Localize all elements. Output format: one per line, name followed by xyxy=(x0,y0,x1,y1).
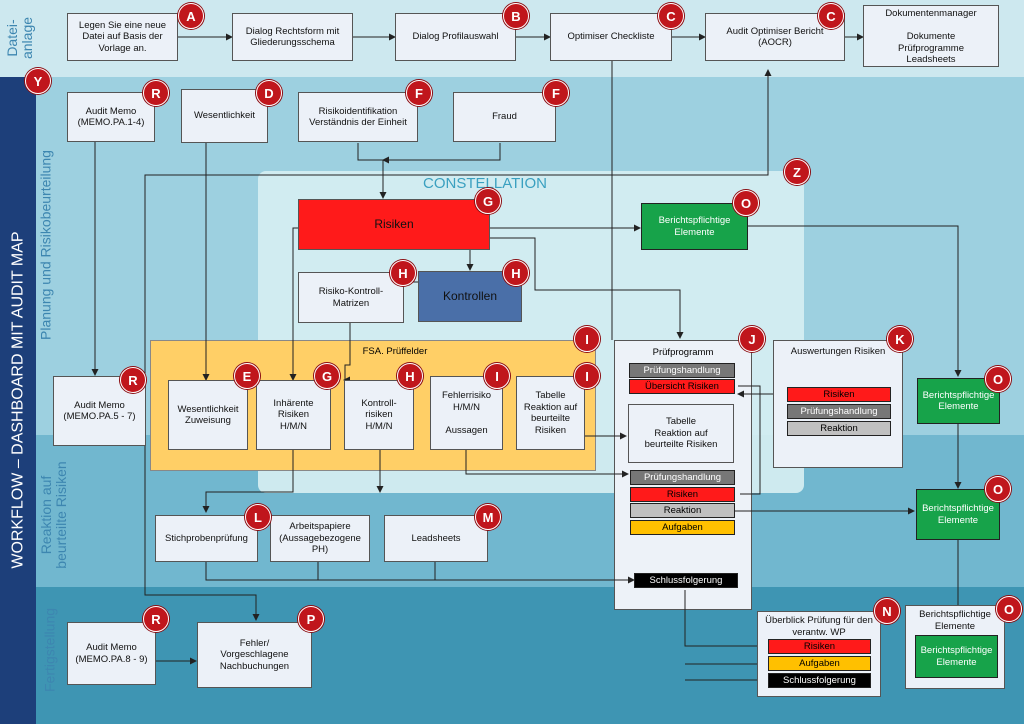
badge-f-risikoid: F xyxy=(406,80,432,106)
pruefprogramm-title: Prüfprogramm xyxy=(652,347,714,358)
main-title: WORKFLOW – DASHBOARD MIT AUDIT MAP xyxy=(9,231,27,569)
badge-o-bericht4: O xyxy=(996,596,1022,622)
badge-o-bericht2: O xyxy=(985,366,1011,392)
badge-r-memo1: R xyxy=(143,80,169,106)
box-audit-memo-3[interactable]: Audit Memo (MEMO.PA.8 - 9) xyxy=(67,622,156,685)
bar-pp2-pruefungshandlung[interactable]: Prüfungshandlung xyxy=(630,470,735,485)
bar-pp2-risiken[interactable]: Risiken xyxy=(630,487,735,502)
box-kontrollrisiken[interactable]: Kontroll- risiken H/M/N xyxy=(344,380,414,450)
box-tabelle-reaktion-2[interactable]: Tabelle Reaktion auf beurteilte Risiken xyxy=(628,404,734,463)
badge-z: Z xyxy=(784,159,810,185)
box-risiken[interactable]: Risiken xyxy=(298,199,490,250)
badge-b: B xyxy=(503,3,529,29)
badge-f-fraud: F xyxy=(543,80,569,106)
lane-label-reaktion: Reaktion auf beurteilte Risiken xyxy=(38,461,69,569)
badge-i-fsa: I xyxy=(574,326,600,352)
bar-pp2-reaktion[interactable]: Reaktion xyxy=(630,503,735,518)
badge-h-rkm: H xyxy=(390,260,416,286)
badge-i-fehler: I xyxy=(484,363,510,389)
badge-e: E xyxy=(234,363,260,389)
left-title-strip xyxy=(0,77,36,724)
box-wesentlichkeit-zuweisung[interactable]: Wesentlichkeit Zuweisung xyxy=(168,380,248,450)
badge-h-kontroll: H xyxy=(397,363,423,389)
badge-o-bericht3: O xyxy=(985,476,1011,502)
fsa-label: FSA. Prüffelder xyxy=(362,346,428,357)
badge-h-kontrollen: H xyxy=(503,260,529,286)
box-wesentlichkeit[interactable]: Wesentlichkeit xyxy=(181,89,268,143)
badge-i-tabelle: I xyxy=(574,363,600,389)
badge-c-checkliste: C xyxy=(658,3,684,29)
bar-schlussfolgerung-1[interactable]: Schlussfolgerung xyxy=(634,573,738,588)
badge-d: D xyxy=(256,80,282,106)
badge-n: N xyxy=(874,598,900,624)
badge-y: Y xyxy=(25,68,51,94)
box-rechtsform[interactable]: Dialog Rechtsform mit Gliederungsschema xyxy=(232,13,353,61)
box-fehlerrisiko[interactable]: Fehlerrisiko H/M/N Aussagen xyxy=(430,376,503,450)
box-fraud[interactable]: Fraud xyxy=(453,92,556,142)
box-berichtspflichtige-1[interactable]: Berichtspflichtige Elemente xyxy=(641,203,748,250)
badge-l: L xyxy=(245,504,271,530)
badge-c-aocr: C xyxy=(818,3,844,29)
bar-aus-risiken[interactable]: Risiken xyxy=(787,387,891,402)
bar-ub-schlussfolgerung[interactable]: Schlussfolgerung xyxy=(768,673,871,688)
badge-g-risiken: G xyxy=(475,188,501,214)
bar-aus-reaktion[interactable]: Reaktion xyxy=(787,421,891,436)
box-checkliste[interactable]: Optimiser Checkliste xyxy=(550,13,672,61)
box-neue-datei[interactable]: Legen Sie eine neue Datei auf Basis der … xyxy=(67,13,178,61)
bar-aus-pruefungshandlung[interactable]: Prüfungshandlung xyxy=(787,404,891,419)
box-berichtspflichtige-3[interactable]: Berichtspflichtige Elemente xyxy=(916,489,1000,540)
box-inhaerente-risiken[interactable]: Inhärente Risiken H/M/N xyxy=(256,380,331,450)
badge-r-memo3: R xyxy=(143,606,169,632)
bar-ub-risiken[interactable]: Risiken xyxy=(768,639,871,654)
box-fehler-nachbuchungen[interactable]: Fehler/ Vorgeschlagene Nachbuchungen xyxy=(197,622,312,688)
badge-o-bericht1: O xyxy=(733,190,759,216)
badge-k: K xyxy=(887,326,913,352)
lane-label-planung: Planung und Risikobeurteilung xyxy=(37,150,54,340)
bar-pp-pruefungshandlung[interactable]: Prüfungshandlung xyxy=(629,363,735,378)
box-arbeitspapiere[interactable]: Arbeitspapiere (Aussagebezogene PH) xyxy=(270,515,370,562)
badge-p: P xyxy=(298,606,324,632)
bar-pp-uebersicht-risiken[interactable]: Übersicht Risiken xyxy=(629,379,735,394)
box-berichtspflichtige-4-inner[interactable]: Berichtspflichtige Elemente xyxy=(915,635,998,678)
box-dokumentenmanager[interactable]: Dokumentenmanager Dokumente Prüfprogramm… xyxy=(863,5,999,67)
lane-label-fertigstellung: Fertigstellung xyxy=(41,607,58,693)
badge-m: M xyxy=(475,504,501,530)
badge-a: A xyxy=(178,3,204,29)
box-risikoidentifikation[interactable]: Risikoidentifikation Verständnis der Ein… xyxy=(298,92,418,142)
bar-ub-aufgaben[interactable]: Aufgaben xyxy=(768,656,871,671)
box-leadsheets[interactable]: Leadsheets xyxy=(384,515,488,562)
lane-label-dateianlage: Datei- anlage xyxy=(4,16,35,60)
badge-j: J xyxy=(739,326,765,352)
badge-g-inh: G xyxy=(314,363,340,389)
box-profilauswahl[interactable]: Dialog Profilauswahl xyxy=(395,13,516,61)
box-stichprobenpruefung[interactable]: Stichprobenprüfung xyxy=(155,515,258,562)
box-risiko-kontroll-matrizen[interactable]: Risiko-Kontroll- Matrizen xyxy=(298,272,404,323)
box-audit-memo-1[interactable]: Audit Memo (MEMO.PA.1-4) xyxy=(67,92,155,142)
box-tabelle-reaktion-1[interactable]: Tabelle Reaktion auf beurteilte Risiken xyxy=(516,376,585,450)
bar-pp2-aufgaben[interactable]: Aufgaben xyxy=(630,520,735,535)
badge-r-memo2: R xyxy=(120,367,146,393)
